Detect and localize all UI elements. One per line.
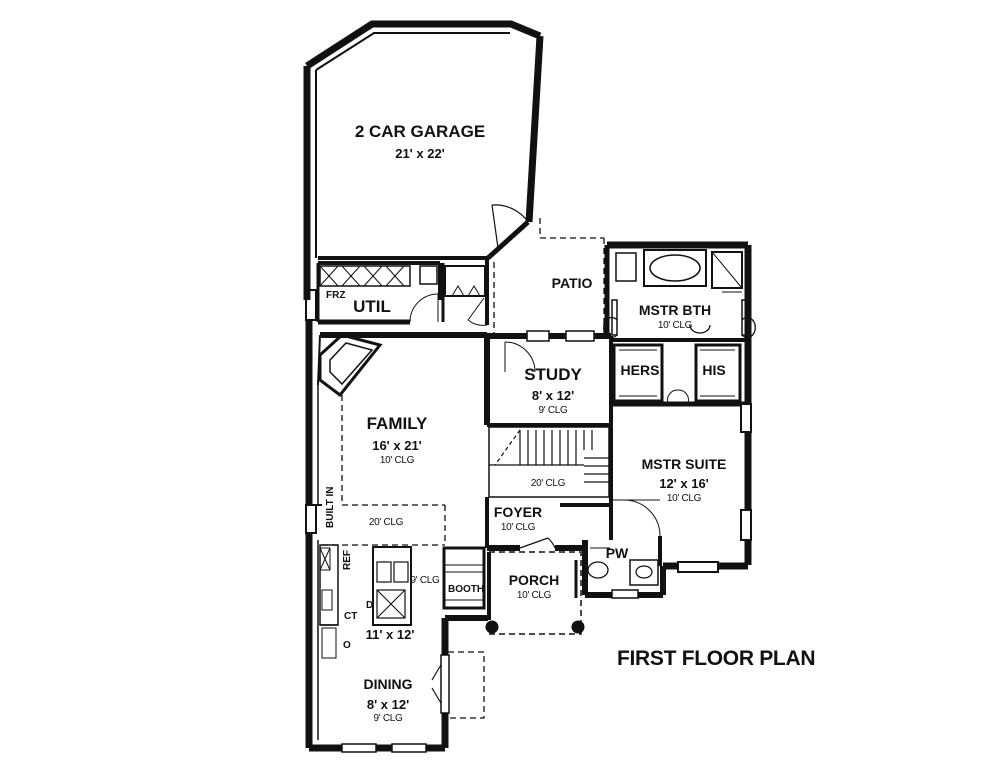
hers-closet-name: HERS xyxy=(620,362,660,378)
dining-dimensions: 8' x 12' xyxy=(366,697,410,712)
kitchen-ceiling: 9' CLG xyxy=(410,575,440,586)
study-dimensions: 8' x 12' xyxy=(531,388,575,403)
garage-inner-line xyxy=(315,32,510,71)
master-suite-name: MSTR SUITE xyxy=(641,456,727,472)
dishwasher-label: D xyxy=(366,600,374,611)
dining xyxy=(309,615,488,753)
booth xyxy=(442,546,486,610)
master-bath-name: MSTR BTH xyxy=(638,302,712,318)
freezer-label: FRZ xyxy=(326,290,346,301)
family-open-ceiling: 20' CLG xyxy=(368,517,404,528)
master-bath-ceiling: 10' CLG xyxy=(657,320,693,331)
garage-name: 2 CAR GARAGE xyxy=(354,122,486,141)
powder-room-name: PW xyxy=(605,545,629,561)
window xyxy=(305,504,317,534)
master-suite-walls xyxy=(604,241,752,573)
hall-closet xyxy=(441,258,489,326)
foyer-walls xyxy=(485,497,613,551)
study-ceiling: 9' CLG xyxy=(538,405,568,416)
oven-label: O xyxy=(343,640,351,651)
booth-label: BOOTH xyxy=(448,584,485,595)
dining-name: DINING xyxy=(363,676,413,692)
window xyxy=(305,289,317,321)
plan-title: FIRST FLOOR PLAN xyxy=(617,647,816,670)
foyer-name: FOYER xyxy=(493,504,543,520)
family-name: FAMILY xyxy=(366,414,428,433)
his-closet-name: HIS xyxy=(702,362,726,378)
patio-outline xyxy=(493,218,605,333)
study-name: STUDY xyxy=(524,365,582,384)
kitchen xyxy=(319,544,412,659)
walk-in-closets xyxy=(612,343,742,404)
family-outline xyxy=(322,395,446,546)
built-in-label: BUILT IN xyxy=(325,486,336,528)
patio-name: PATIO xyxy=(551,275,593,291)
fireplace xyxy=(317,333,383,398)
family-ceiling: 10' CLG xyxy=(379,455,415,466)
refrigerator-label: REF xyxy=(342,550,353,570)
kitchen-dimensions: 11' x 12' xyxy=(365,627,415,642)
garage-entry-door xyxy=(486,204,530,260)
porch-ceiling: 10' CLG xyxy=(516,590,552,601)
porch-name: PORCH xyxy=(508,572,560,588)
garage-walls xyxy=(303,20,544,300)
util-name: UTIL xyxy=(353,297,391,316)
family-dimensions: 16' x 21' xyxy=(372,438,422,453)
garage-dimensions: 21' x 22' xyxy=(395,146,445,161)
porch xyxy=(485,551,585,635)
util-walls xyxy=(316,261,442,325)
counter-label: CT xyxy=(344,611,358,622)
master-suite-dimensions: 12' x 16' xyxy=(659,476,709,491)
master-bath xyxy=(603,249,756,342)
powder-room xyxy=(582,540,666,599)
dining-ceiling: 9' CLG xyxy=(373,713,403,724)
master-suite-ceiling: 10' CLG xyxy=(666,493,702,504)
stair-ceiling: 20' CLG xyxy=(530,478,566,489)
foyer-ceiling: 10' CLG xyxy=(500,522,536,533)
